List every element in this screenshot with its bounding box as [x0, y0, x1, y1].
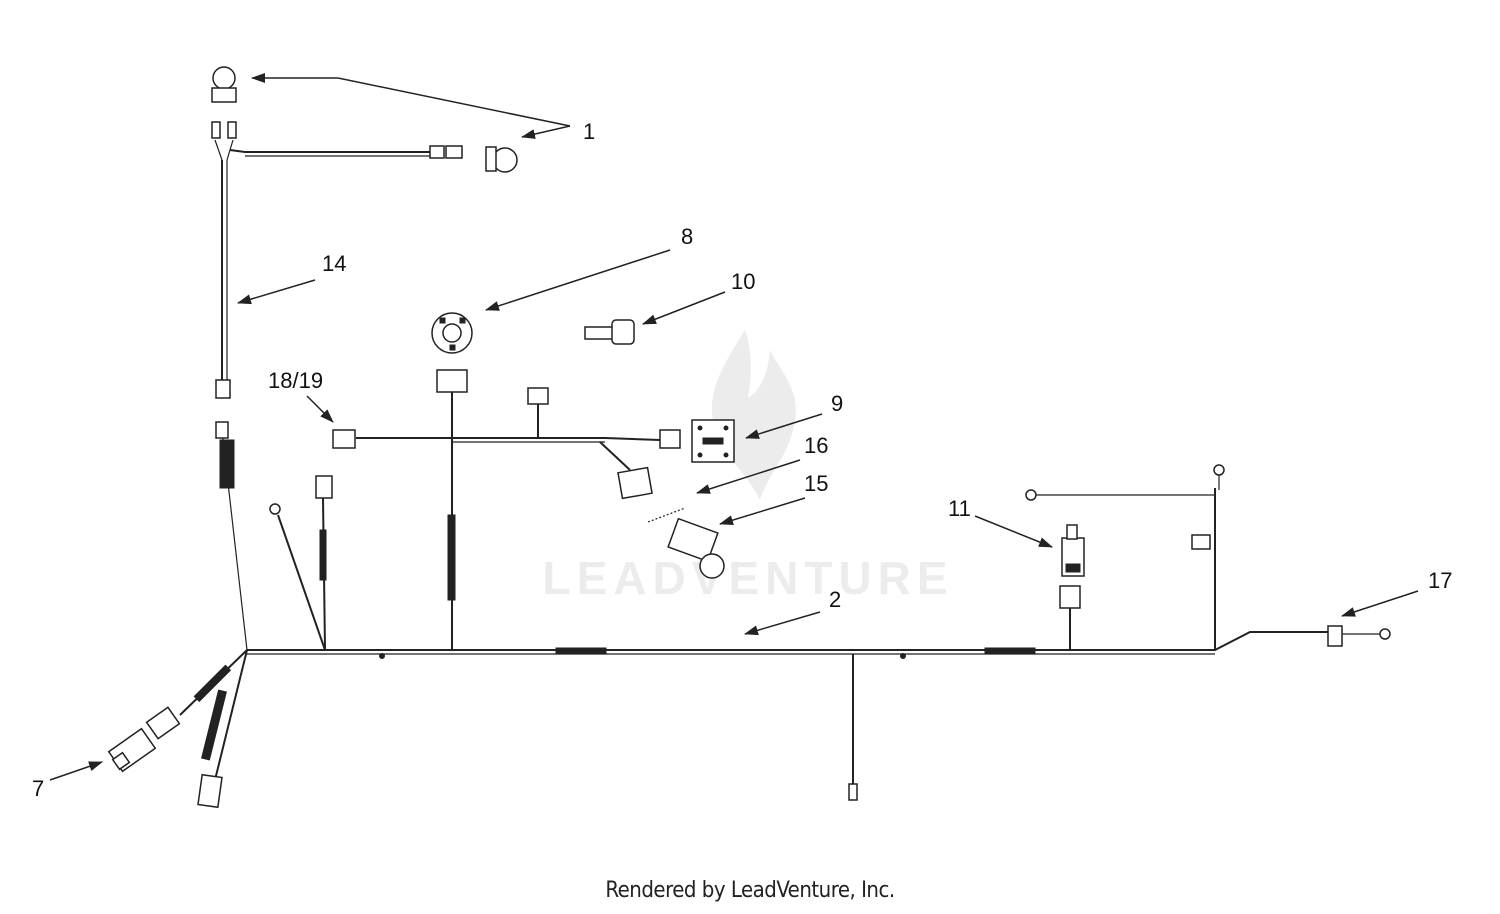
callout-18-19: 18/19 [268, 368, 323, 393]
callout-11: 11 [948, 496, 971, 521]
callout-7: 7 [32, 776, 44, 801]
callout-15: 15 [804, 471, 828, 496]
callout-16: 16 [804, 433, 828, 458]
watermark: LEADVENTURE [542, 330, 953, 604]
pto-switch [647, 507, 725, 579]
callout-labels: 1 14 8 10 18/19 9 16 15 11 2 17 7 [32, 119, 1452, 801]
callout-10: 10 [731, 269, 755, 294]
dash-harness [332, 387, 681, 650]
ignition-switch [431, 312, 473, 393]
callout-8: 8 [681, 224, 693, 249]
light-harness [211, 66, 518, 399]
callout-1: 1 [583, 119, 595, 144]
footer-credit: Rendered by LeadVenture, Inc. [605, 878, 895, 903]
switch-plate [691, 419, 735, 463]
relay [1059, 524, 1085, 650]
ignition-key [584, 319, 635, 345]
callout-14: 14 [322, 251, 346, 276]
watermark-text: LEADVENTURE [542, 552, 953, 604]
main-harness [247, 464, 1391, 801]
leader-lines [49, 73, 1419, 781]
callout-2: 2 [829, 587, 841, 612]
callout-9: 9 [831, 391, 843, 416]
left-branches [107, 421, 333, 809]
callout-17: 17 [1428, 568, 1452, 593]
